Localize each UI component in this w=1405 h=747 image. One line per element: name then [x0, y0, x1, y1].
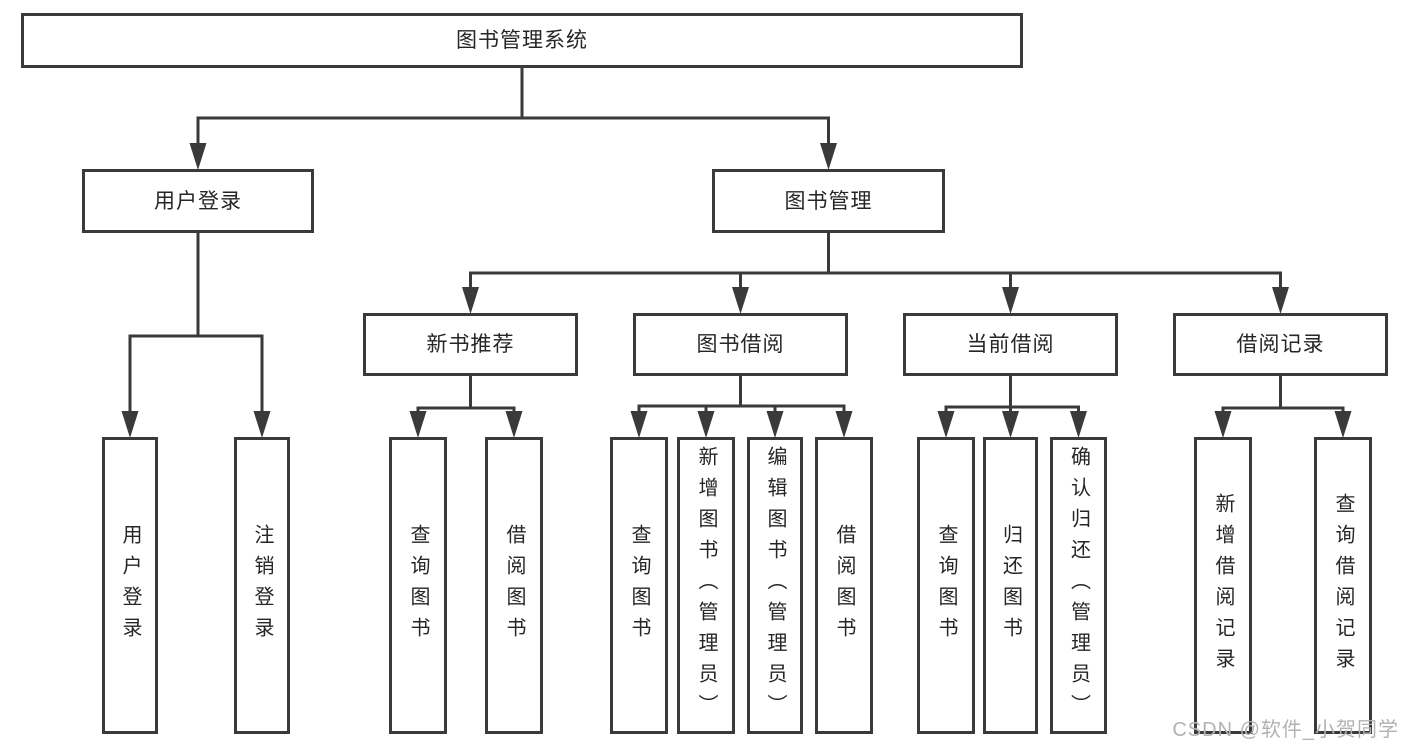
node-leaf-logout: 注销登录 — [234, 437, 290, 734]
node-new-book-rec: 新书推荐 — [363, 313, 578, 376]
node-user-login: 用户登录 — [82, 169, 314, 233]
node-leaf-nbr-query: 查询图书 — [389, 437, 447, 734]
node-leaf-cb-query: 查询图书 — [917, 437, 975, 734]
node-leaf-user-login: 用户登录 — [102, 437, 158, 734]
watermark: CSDN @软件_小贺同学 — [1172, 719, 1399, 741]
node-root: 图书管理系统 — [21, 13, 1023, 68]
node-leaf-bb-add: 新增图书（管理员） — [677, 437, 735, 734]
node-leaf-bb-query: 查询图书 — [610, 437, 668, 734]
node-leaf-nbr-borrow: 借阅图书 — [485, 437, 543, 734]
node-leaf-cb-confirm: 确认归还（管理员） — [1050, 437, 1107, 734]
node-leaf-bb-edit: 编辑图书（管理员） — [747, 437, 803, 734]
node-book-borrow: 图书借阅 — [633, 313, 848, 376]
node-leaf-br-query: 查询借阅记录 — [1314, 437, 1372, 734]
node-leaf-br-add: 新增借阅记录 — [1194, 437, 1252, 734]
node-current-borrow: 当前借阅 — [903, 313, 1118, 376]
node-borrow-record: 借阅记录 — [1173, 313, 1388, 376]
node-leaf-bb-borrow: 借阅图书 — [815, 437, 873, 734]
node-book-mgmt: 图书管理 — [712, 169, 945, 233]
node-leaf-cb-return: 归还图书 — [983, 437, 1038, 734]
